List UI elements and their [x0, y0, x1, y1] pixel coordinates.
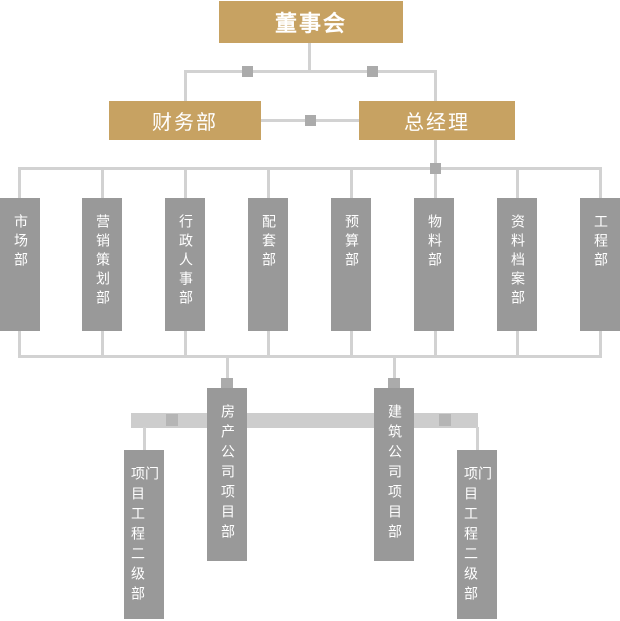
construction-project-dept-box: 建筑公司项目部 [374, 388, 414, 561]
secondary-dept-right-label: 项目工程二级部门 [462, 466, 492, 606]
connector-secondary-right-drop [476, 427, 479, 450]
admin-hr-dept-label: 行政人事部 [177, 214, 193, 309]
engineering-dept-label: 工程部 [592, 214, 608, 271]
archives-dept-label: 资料档案部 [509, 214, 525, 309]
general-manager-label: 总经理 [404, 110, 470, 134]
connector-dept-down-5 [350, 331, 353, 358]
connector-dept-drop-4 [267, 167, 270, 198]
connector-dept-down-7 [516, 331, 519, 358]
connector-dept-down-3 [184, 331, 187, 358]
support-dept-box: 配套部 [248, 198, 288, 331]
finance-dept-label: 财务部 [152, 110, 218, 134]
connector-dept-drop-2 [101, 167, 104, 198]
support-dept-label: 配套部 [260, 214, 276, 271]
construction-project-dept-label: 建筑公司项目部 [386, 404, 402, 544]
connector-band [131, 413, 478, 428]
connector-realestate-drop [226, 357, 229, 388]
marketing-planning-dept-box: 营销策划部 [82, 198, 122, 331]
band-junction-square-left [166, 414, 178, 426]
connector-depts-bottom-rail [18, 355, 602, 358]
archives-dept-box: 资料档案部 [497, 198, 537, 331]
connector-dept-drop-5 [350, 167, 353, 198]
secondary-dept-right-box: 项目工程二级部门 [457, 450, 497, 619]
junction-square-right [367, 66, 378, 77]
connector-dept-drop-6 [434, 167, 437, 198]
connector-dept-drop-8 [599, 167, 602, 198]
connector-dept-drop-3 [184, 167, 187, 198]
market-dept-box: 市场部 [0, 198, 40, 331]
materials-dept-box: 物料部 [414, 198, 454, 331]
connector-depts-top-rail [18, 167, 602, 170]
connector-dept-down-8 [599, 331, 602, 358]
connector-level2-horizontal [184, 70, 437, 73]
connector-gm-drop [434, 70, 437, 104]
budget-dept-label: 预算部 [343, 214, 359, 271]
board-box: 董事会 [219, 1, 403, 43]
connector-board-drop [308, 43, 311, 71]
junction-square-construction [388, 378, 400, 390]
connector-dept-drop-7 [516, 167, 519, 198]
general-manager-box: 总经理 [359, 101, 515, 140]
connector-dept-down-4 [267, 331, 270, 358]
marketing-planning-dept-label: 营销策划部 [94, 214, 110, 309]
secondary-dept-left-label: 项目工程二级部门 [129, 466, 159, 606]
admin-hr-dept-box: 行政人事部 [165, 198, 205, 331]
connector-finance-drop [184, 70, 187, 103]
junction-square-realestate [221, 378, 233, 390]
realestate-project-dept-label: 房产公司项目部 [219, 404, 235, 544]
finance-dept-box: 财务部 [109, 101, 261, 140]
market-dept-label: 市场部 [12, 214, 28, 271]
junction-square-finance-gm [305, 115, 316, 126]
junction-square-left [242, 66, 253, 77]
budget-dept-box: 预算部 [331, 198, 371, 331]
materials-dept-label: 物料部 [426, 214, 442, 271]
realestate-project-dept-box: 房产公司项目部 [207, 388, 247, 561]
connector-dept-drop-1 [18, 167, 21, 198]
connector-secondary-left-drop [143, 427, 146, 450]
board-label: 董事会 [274, 12, 347, 37]
engineering-dept-box: 工程部 [580, 198, 620, 331]
secondary-dept-left-box: 项目工程二级部门 [124, 450, 164, 619]
band-junction-square-right [439, 414, 451, 426]
connector-dept-down-6 [434, 331, 437, 358]
connector-dept-down-1 [18, 331, 21, 358]
connector-construction-drop [393, 357, 396, 388]
connector-dept-down-2 [101, 331, 104, 358]
junction-square-gm-rail [430, 163, 441, 174]
